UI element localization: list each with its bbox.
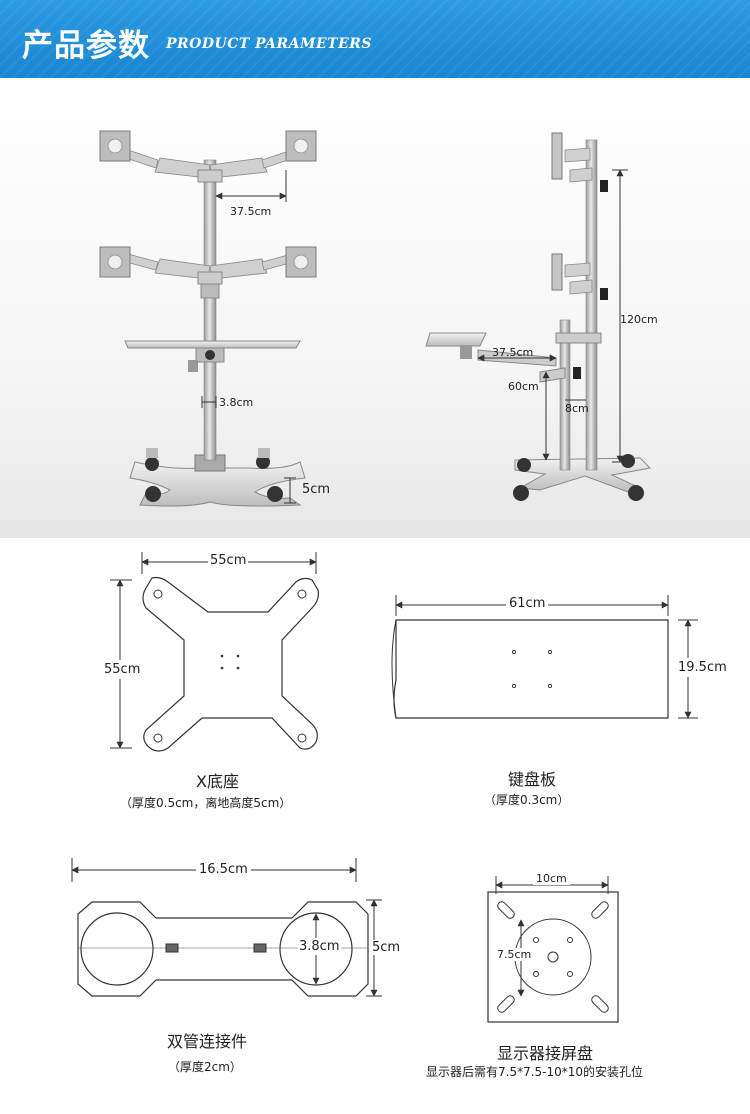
keyboard-tray-drawing bbox=[391, 619, 669, 719]
front-view-stand bbox=[99, 130, 317, 507]
connector-inner-label: 3.8cm bbox=[298, 938, 341, 955]
page-subtitle: PRODUCT PARAMETERS bbox=[166, 36, 373, 52]
keyboard-width-label: 61cm bbox=[506, 596, 549, 611]
connector-note: （厚度2cm） bbox=[168, 1060, 242, 1074]
side-keyboard-height-label: 60cm bbox=[508, 380, 539, 393]
mount-note: 显示器后需有7.5*7.5-10*10的安装孔位 bbox=[426, 1065, 644, 1079]
x-base-height-label: 55cm bbox=[104, 660, 141, 679]
front-pole-diameter-label: 3.8cm bbox=[219, 396, 254, 409]
header-banner: 产品参数 PRODUCT PARAMETERS bbox=[0, 0, 750, 78]
side-height-label: 120cm bbox=[620, 313, 658, 326]
keyboard-note: （厚度0.3cm） bbox=[484, 793, 570, 807]
connector-title: 双管连接件 bbox=[167, 1032, 248, 1051]
double-pipe-connector-drawing bbox=[77, 901, 369, 997]
side-dimension-lines bbox=[477, 169, 628, 463]
x-base-note: （厚度0.5cm，离地高度5cm） bbox=[120, 796, 292, 810]
keyboard-height-label: 19.5cm bbox=[678, 658, 727, 677]
connector-length-label: 16.5cm bbox=[196, 862, 251, 877]
front-arm-length-label: 37.5cm bbox=[230, 205, 272, 218]
mount-width-label: 10cm bbox=[533, 872, 570, 885]
x-base-title: X底座 bbox=[196, 772, 239, 791]
side-view-stand bbox=[425, 132, 652, 501]
x-base-width-label: 55cm bbox=[208, 553, 249, 568]
side-arm-length-label: 37.5cm bbox=[492, 346, 534, 359]
front-caster-height-label: 5cm bbox=[302, 482, 331, 497]
banner-texture bbox=[0, 0, 750, 78]
page-title: 产品参数 bbox=[22, 28, 150, 64]
connector-height-label: 5cm bbox=[372, 940, 401, 955]
side-pole-gap-label: 8cm bbox=[565, 402, 589, 415]
mount-height-label: 7.5cm bbox=[497, 948, 532, 961]
keyboard-title: 键盘板 bbox=[508, 770, 557, 789]
mount-title: 显示器接屏盘 bbox=[497, 1044, 594, 1063]
x-base-drawing bbox=[142, 576, 319, 752]
front-dimension-lines bbox=[201, 170, 296, 504]
